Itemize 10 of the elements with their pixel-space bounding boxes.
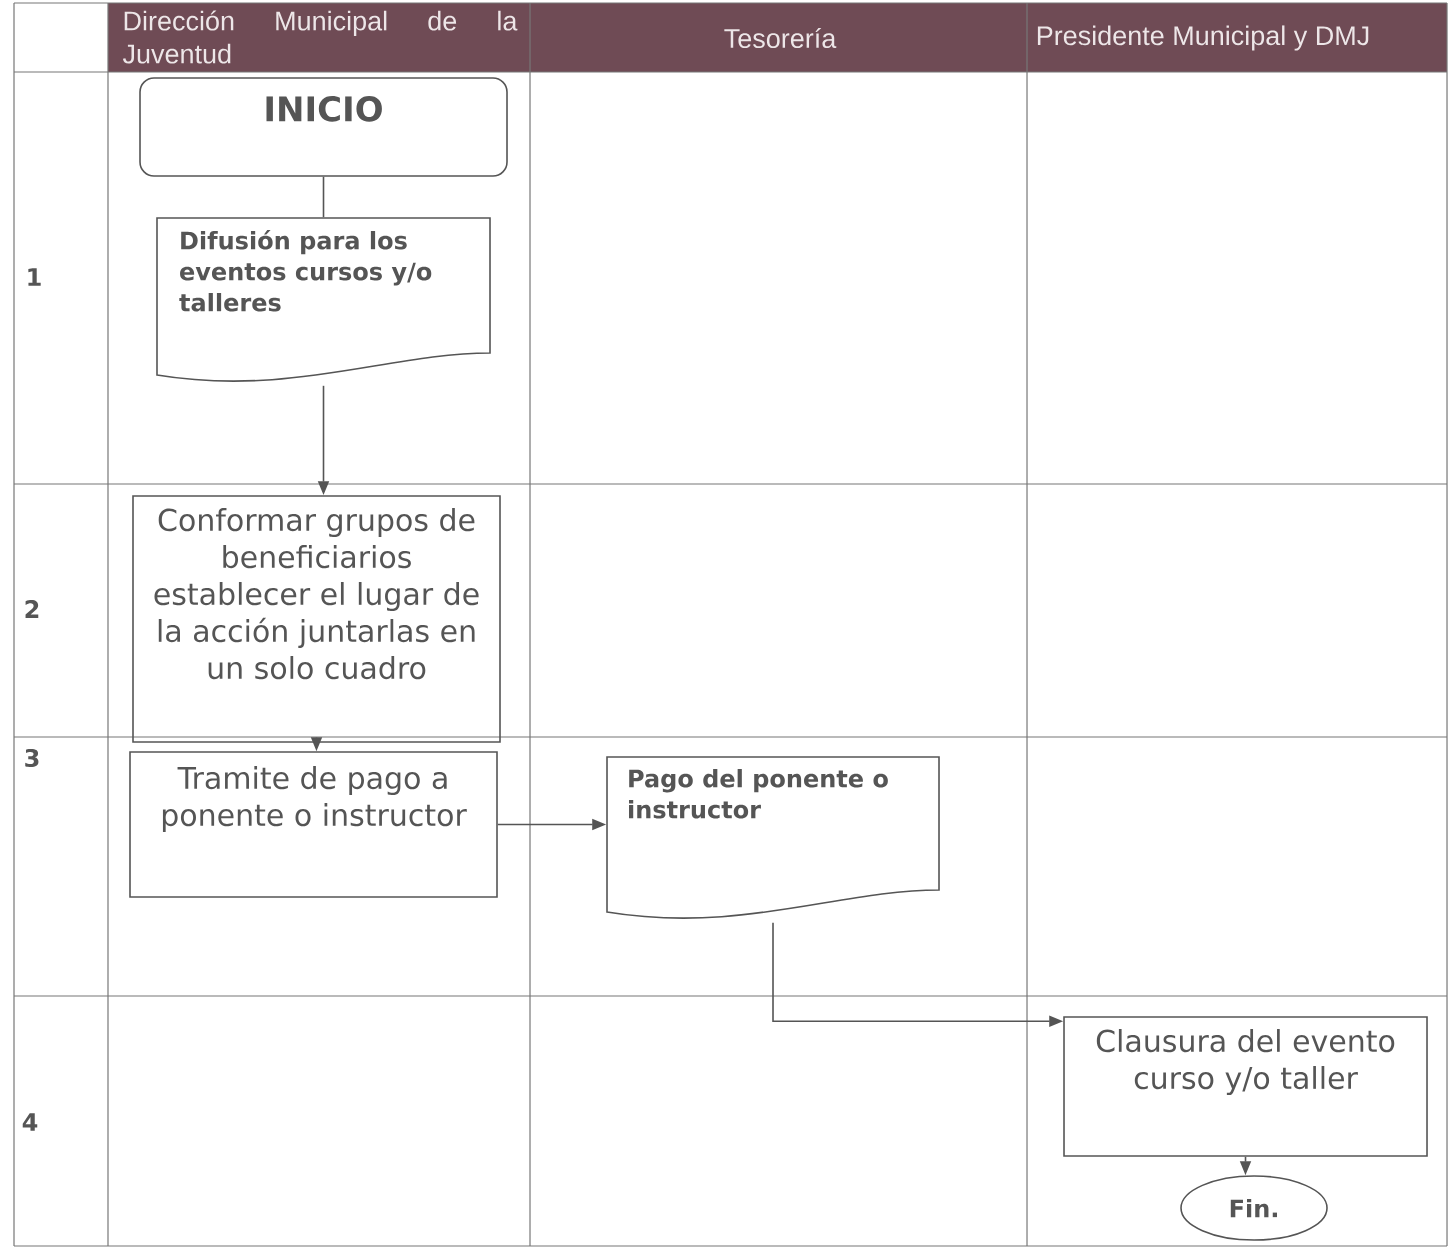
- process-box: Clausura del evento curso y/o taller: [1063, 1016, 1428, 1157]
- terminal-box: INICIO: [139, 77, 508, 177]
- row-number: 4: [22, 1113, 38, 1131]
- row-number: 3: [25, 748, 39, 768]
- process-box: Conformar grupos de beneficiarios establecer el lugar de la acción juntarlas en un solo cuadro: [132, 495, 501, 743]
- column-header: Tesorería: [724, 27, 837, 49]
- column-header: Presidente Municipal y DMJ: [1037, 25, 1369, 51]
- process-box: Tramite de pago a ponente o instructor: [129, 751, 498, 898]
- row-number: 1: [28, 268, 41, 286]
- row-number: 2: [25, 600, 39, 618]
